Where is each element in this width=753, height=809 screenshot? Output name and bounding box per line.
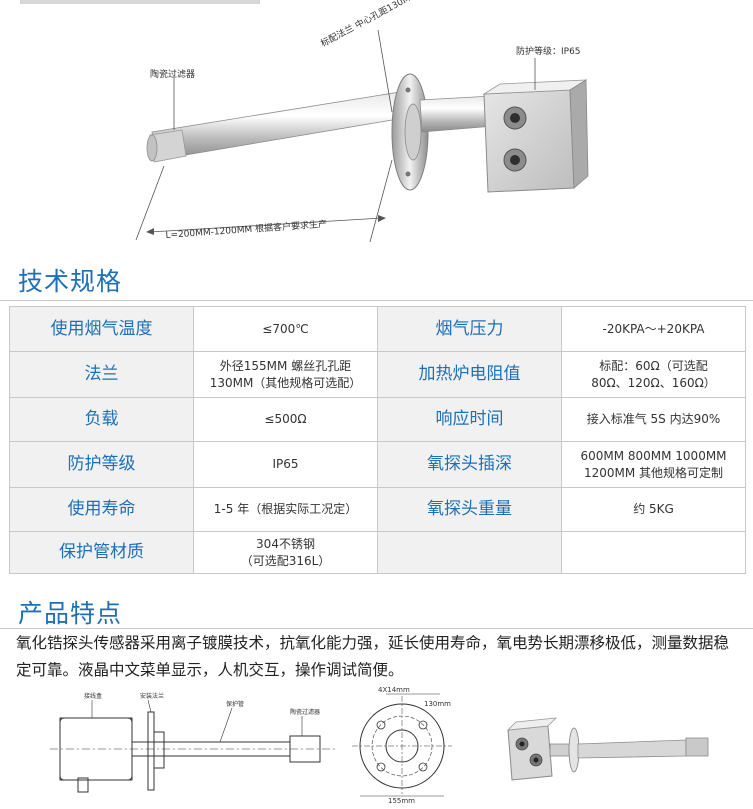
spec-value: IP65 (193, 441, 378, 488)
label-hole-spec: 4X14mm (378, 686, 410, 694)
spec-value-line: 外径155MM 螺丝孔孔距 (219, 358, 352, 373)
specs-title-divider (0, 300, 753, 301)
label-ceramic-filter: 陶瓷过滤器 (290, 708, 320, 716)
spec-value: -20KPA～+20KPA (561, 306, 746, 352)
technical-drawing: 接线盒 安装法兰 保护管 陶瓷过滤器 4X14mm 130mm 155mm (50, 686, 452, 804)
spec-value: 304不锈钢 （可选配316L） (193, 531, 378, 574)
spec-value: 接入标准气 5S 内达90% (561, 397, 746, 442)
spec-value: 外径155MM 螺丝孔孔距 130MM（其他规格可选配） (193, 351, 378, 398)
label-outer-diameter: 155mm (388, 797, 415, 804)
label-protect-tube: 保护管 (226, 700, 244, 708)
spec-value-line: （可选配316L） (240, 553, 331, 568)
oxygen-probe-illustration (20, 0, 589, 243)
table-row: 负载 ≤500Ω 响应时间 接入标准气 5S 内达90% (9, 397, 746, 442)
label-junction-box: 接线盒 (84, 692, 102, 700)
features-section-title: 产品特点 (18, 599, 123, 628)
spec-value (561, 531, 746, 574)
table-row: 法兰 外径155MM 螺丝孔孔距 130MM（其他规格可选配） 加热炉电阻值 标… (9, 351, 746, 398)
hero-product-image: 陶瓷过滤器 标配法兰 中心孔距130MM 防护等级：IP65 L=200MM-1… (0, 0, 753, 250)
spec-label: 响应时间 (377, 397, 562, 442)
spec-label: 法兰 (9, 351, 194, 398)
spec-table: 使用烟气温度 ≤700℃ 烟气压力 -20KPA～+20KPA 法兰 外径155… (9, 306, 746, 574)
spec-label: 加热炉电阻值 (377, 351, 562, 398)
table-row: 保护管材质 304不锈钢 （可选配316L） (9, 531, 746, 574)
label-mount-flange: 安装法兰 (140, 692, 164, 700)
spec-label (377, 531, 562, 574)
spec-value-line: 304不锈钢 (256, 536, 315, 551)
product-photo (506, 717, 709, 781)
spec-label: 使用烟气温度 (9, 306, 194, 352)
spec-value-line: 80Ω、120Ω、160Ω） (591, 375, 716, 390)
table-row: 使用烟气温度 ≤700℃ 烟气压力 -20KPA～+20KPA (9, 306, 746, 352)
spec-value-line: 600MM 800MM 1000MM (580, 448, 727, 463)
spec-value: ≤700℃ (193, 306, 378, 352)
features-description: 氧化锆探头传感器采用离子镀膜技术，抗氧化能力强，延长使用寿命，氧电势长期漂移极低… (16, 634, 730, 679)
spec-value: 600MM 800MM 1000MM 1200MM 其他规格可定制 (561, 441, 746, 488)
table-row: 防护等级 IP65 氧探头插深 600MM 800MM 1000MM 1200M… (9, 441, 746, 488)
label-hole-pitch: 130mm (424, 700, 451, 708)
callout-protection-rating: 防护等级：IP65 (516, 47, 581, 57)
spec-value: 标配：60Ω（可选配 80Ω、120Ω、160Ω） (561, 351, 746, 398)
spec-value-line: 130MM（其他规格可选配） (209, 375, 362, 390)
spec-label: 氧探头重量 (377, 487, 562, 532)
spec-label: 使用寿命 (9, 487, 194, 532)
spec-label: 保护管材质 (9, 531, 194, 574)
spec-label: 防护等级 (9, 441, 194, 488)
features-title-divider (0, 628, 753, 629)
spec-value-line: 标配：60Ω（可选配 (599, 358, 708, 373)
specs-section-title: 技术规格 (18, 267, 123, 296)
spec-value-line: 1200MM 其他规格可定制 (583, 465, 724, 480)
spec-label: 烟气压力 (377, 306, 562, 352)
spec-label: 氧探头插深 (377, 441, 562, 488)
spec-label: 负载 (9, 397, 194, 442)
callout-ceramic-filter: 陶瓷过滤器 (150, 70, 196, 80)
spec-value: 约 5KG (561, 487, 746, 532)
spec-value: ≤500Ω (193, 397, 378, 442)
table-row: 使用寿命 1-5 年（根据实际工况定） 氧探头重量 约 5KG (9, 487, 746, 532)
spec-value: 1-5 年（根据实际工况定） (193, 487, 378, 532)
